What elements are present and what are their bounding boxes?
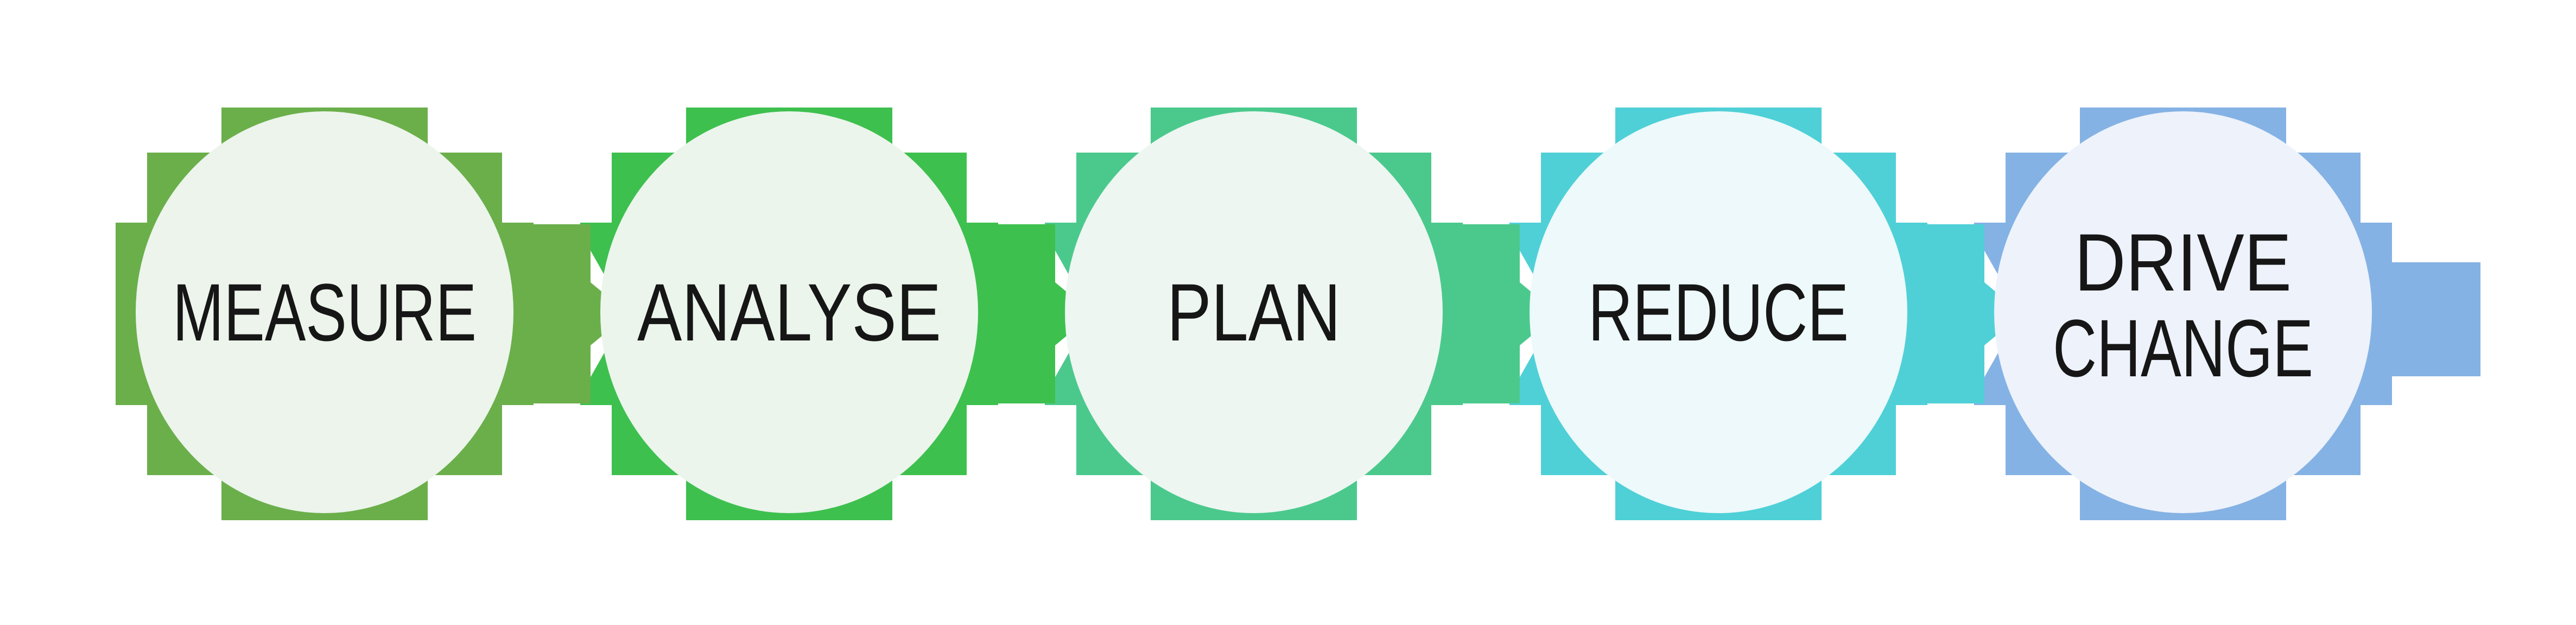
step-circle-analyse (600, 111, 978, 513)
step-circle-drive-change (1994, 111, 2372, 513)
arrow-plan-to-reduce (1417, 224, 1558, 403)
step-label-drive-change-line1: DRIVE (2074, 217, 2292, 308)
arrow-tail-drive-change (2389, 262, 2480, 376)
step-label-drive-change-line2: CHANGE (2053, 302, 2313, 394)
step-circle-plan (1065, 111, 1443, 513)
step-label-analyse: ANALYSE (637, 267, 941, 358)
arrow-measure-to-analyse (487, 224, 629, 403)
arrow-analyse-to-plan (952, 224, 1093, 403)
step-circle-measure (136, 111, 513, 513)
step-label-reduce: REDUCE (1588, 267, 1849, 358)
step-label-measure: MEASURE (173, 267, 477, 358)
arrow-reduce-to-drive-change (1881, 224, 2022, 403)
step-circle-reduce (1530, 111, 1907, 513)
step-label-plan: PLAN (1167, 267, 1341, 358)
